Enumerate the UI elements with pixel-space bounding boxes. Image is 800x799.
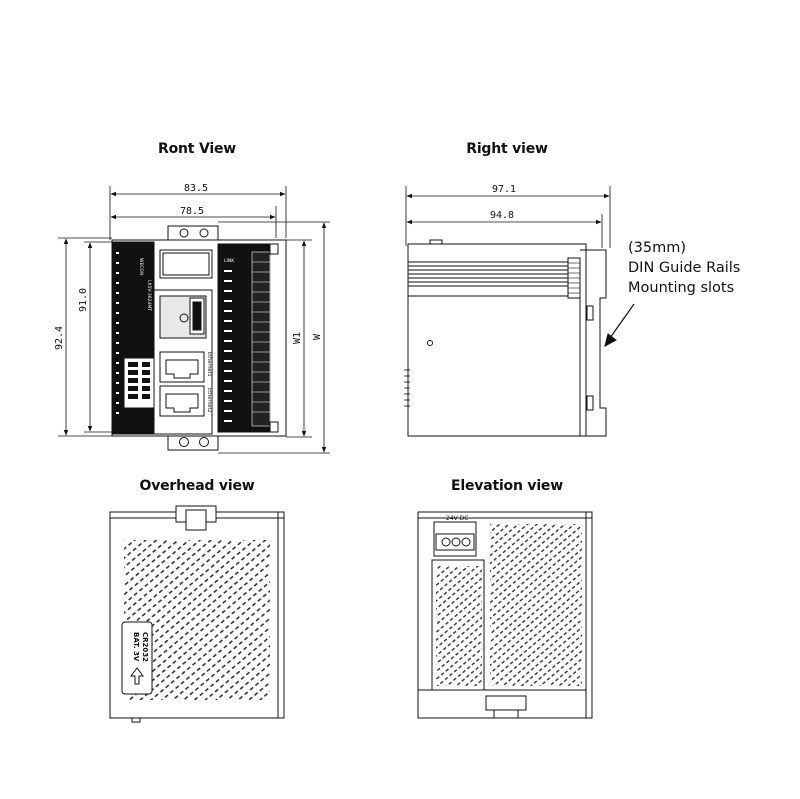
dim-front-width-inner: 78.5 bbox=[180, 206, 204, 217]
terminal-header-label: LINK bbox=[224, 258, 235, 264]
dim-front-w: W bbox=[312, 333, 323, 340]
ethernet2-label: Ethernet2 bbox=[206, 388, 212, 413]
din-rail-label: DIN Guide Rails bbox=[628, 260, 741, 276]
din-rail-slots: Mounting slots bbox=[628, 280, 735, 296]
right-view-title: Right view bbox=[466, 141, 548, 157]
brand-label: WECON bbox=[138, 258, 144, 275]
overhead-view-drawing: BAT. 3V CR2032 bbox=[109, 505, 285, 723]
dim-front-w1: W1 bbox=[292, 332, 303, 344]
din-rail-size: (35mm) bbox=[628, 240, 687, 256]
dim-right-depth-inner: 94.8 bbox=[490, 210, 514, 221]
right-view-drawing bbox=[404, 186, 635, 437]
overhead-view-title: Overhead view bbox=[139, 478, 255, 494]
dim-front-height-inner: 91.0 bbox=[78, 288, 89, 312]
elevation-view-title: Elevation view bbox=[451, 478, 563, 494]
dim-front-width-outer: 83.5 bbox=[184, 183, 208, 194]
power-label: 24V DC bbox=[446, 515, 468, 522]
front-view-drawing: WECON LX5V-3624MT Ethernet1 Ethernet2 L bbox=[58, 186, 330, 454]
battery-label-line1: BAT. 3V bbox=[132, 632, 140, 662]
din-rail-annotation: (35mm) DIN Guide Rails Mounting slots bbox=[628, 238, 740, 298]
model-label: LX5V-3624MT bbox=[146, 280, 152, 311]
dim-front-height-outer: 92.4 bbox=[54, 326, 65, 350]
ethernet1-label: Ethernet1 bbox=[206, 352, 212, 377]
elevation-view-drawing: 24V DC bbox=[417, 511, 593, 719]
battery-label-line2: CR2032 bbox=[141, 632, 149, 662]
front-view-title: Ront View bbox=[158, 141, 236, 157]
dim-right-depth-outer: 97.1 bbox=[492, 184, 516, 195]
